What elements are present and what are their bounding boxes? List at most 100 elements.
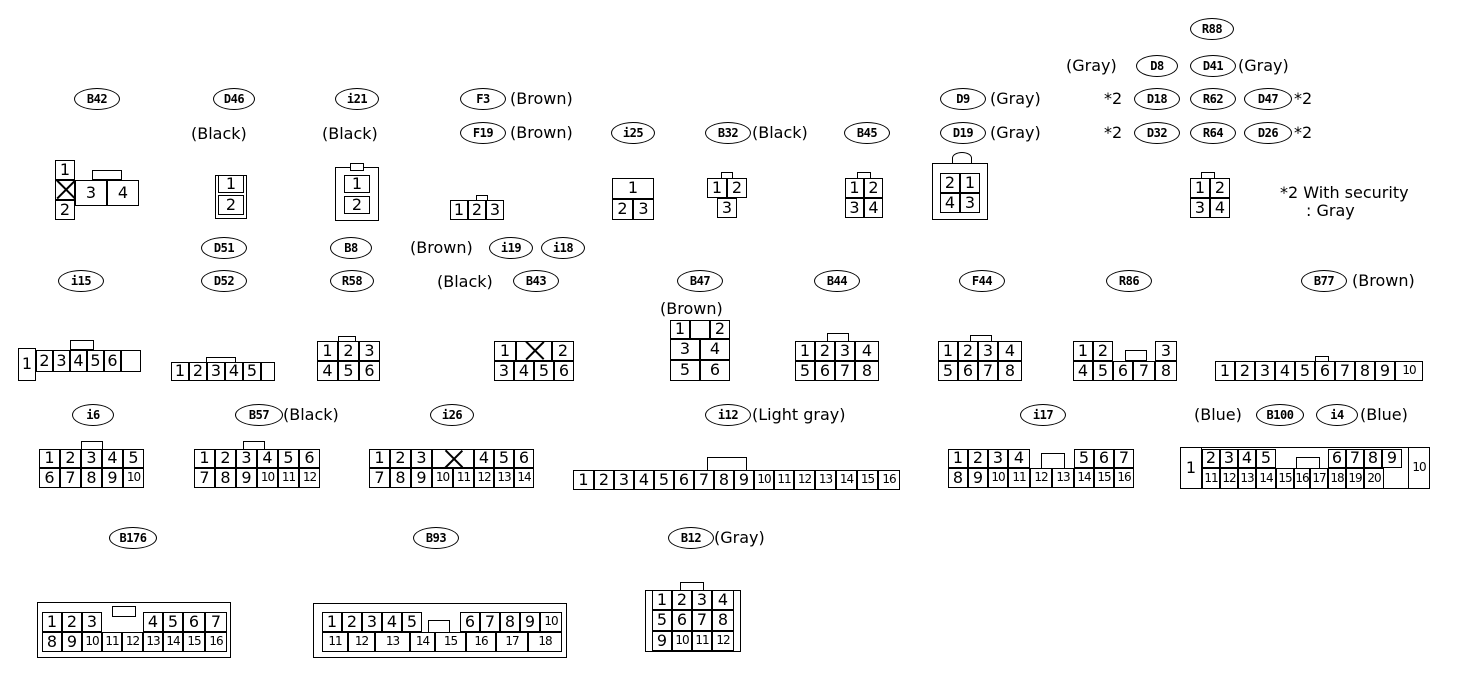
connector-id-f44: F44 [959,270,1005,292]
conn-r58-pin-6: 6 [359,361,380,381]
conn-b100-pin-19: 19 [1346,468,1364,489]
conn-b100-pin-6: 6 [1328,449,1346,468]
conn-i17-pin-15: 15 [1094,468,1114,488]
annotation-t-f3-color: (Brown) [510,89,573,108]
conn-b176-pin-3: 3 [82,612,102,632]
annotation-t-star-d18: *2 [1104,89,1123,108]
annotation-t-i12-color: (Light gray) [752,405,846,424]
conn-i25-pin-2: 2 [612,199,633,220]
connector-id-d9: D9 [940,88,986,110]
conn-r58-pin-4: 4 [317,361,338,381]
conn-d9-latch [952,152,972,164]
conn-b100-pin-17: 17 [1310,468,1328,489]
conn-i6-pin-1: 1 [39,449,60,468]
conn-f3-pin-3: 3 [486,200,504,220]
conn-b100-pin-7: 7 [1346,449,1364,468]
connector-id-b77: B77 [1301,270,1347,292]
conn-r88-pin-2: 2 [1210,178,1230,198]
conn-b32-pin-1: 1 [707,178,727,198]
conn-b100-pin-4: 4 [1238,449,1256,468]
conn-b44-pin-2: 2 [815,341,835,361]
conn-b100-pin-20: 20 [1364,468,1384,489]
conn-b176-pin-8: 8 [42,632,62,652]
annotation-t-b43-color: (Black) [437,272,493,291]
connector-id-d46: D46 [213,88,255,110]
conn-b176-pin-1: 1 [42,612,62,632]
conn-b47-pin-3: 3 [670,339,700,360]
conn-b93-pin-2: 2 [342,612,362,632]
conn-b176-pin-7: 7 [205,612,227,632]
connector-id-d41: D41 [1190,55,1236,77]
conn-b93-pin-4: 4 [382,612,402,632]
conn-b93-pin-5: 5 [402,612,422,632]
conn-f44-pin-8: 8 [998,361,1022,381]
conn-b93-pin-16: 16 [466,632,496,652]
conn-b93-pin-3: 3 [362,612,382,632]
annotation-t-b32-color: (Black) [752,123,808,142]
conn-i12-pin-4: 4 [634,470,654,490]
conn-i12-pin-9: 9 [734,470,754,490]
conn-i6-pin-2: 2 [60,449,81,468]
connector-id-d32: D32 [1134,122,1180,144]
conn-b100-pin-3: 3 [1220,449,1238,468]
conn-f44-pin-3: 3 [978,341,998,361]
conn-i26-pin-10: 10 [432,468,453,488]
conn-b77-pin-6: 6 [1315,361,1335,381]
conn-i6-pin-4: 4 [102,449,123,468]
conn-b93-pin-14: 14 [410,632,435,652]
conn-b100-pin-15: 15 [1276,468,1294,489]
conn-i17-latch [1041,453,1065,469]
conn-b176-pin-12: 12 [122,632,143,652]
conn-b93-pin-9: 9 [520,612,540,632]
conn-f44-pin-4: 4 [998,341,1022,361]
conn-r86-pin-7: 7 [1133,361,1155,381]
connector-id-d8: D8 [1136,55,1178,77]
connector-id-r58: R58 [330,270,374,292]
conn-r86-pin-2: 2 [1093,341,1113,361]
conn-b47-pin-4: 4 [700,339,730,360]
connector-id-f19: F19 [460,122,506,144]
conn-i26-pin-4: 4 [474,449,494,468]
annotation-t-d8-color: (Gray) [1066,56,1117,75]
conn-i26-pin-6: 6 [514,449,534,468]
conn-d9-pin-2: 2 [940,173,960,193]
conn-b100-pin-13: 13 [1238,468,1256,489]
conn-f44-pin-5: 5 [938,361,958,381]
connector-id-b32: B32 [705,122,751,144]
conn-b93-pin-18: 18 [528,632,562,652]
conn-b176-pin-6: 6 [183,612,205,632]
annotation-t-star-d26: *2 [1294,123,1313,142]
conn-b12-pin-4: 4 [712,590,734,610]
conn-b12-pin-11: 11 [692,631,712,651]
connector-id-i18: i18 [541,237,585,259]
conn-i15-pin-5: 5 [87,350,104,372]
conn-b32-pin-3: 3 [717,198,737,218]
conn-b45-pin-2: 2 [864,178,883,198]
conn-b57-pin-6: 6 [299,449,320,468]
conn-r58-pin-3: 3 [359,341,380,361]
conn-i12-pin-1: 1 [573,470,594,490]
connector-id-i4: i4 [1316,404,1358,426]
conn-i6-pin-6: 6 [39,468,60,488]
conn-b47-blank-cell [690,320,710,339]
conn-i15-pin-6: 6 [104,350,121,372]
conn-r86-pin-1: 1 [1073,341,1093,361]
conn-d52-pin-4: 4 [225,362,243,381]
connector-id-i12: i12 [705,404,751,426]
conn-i15-pin-2: 2 [36,350,53,372]
conn-i26-pin-7: 7 [369,468,390,488]
conn-i6-pin-9: 9 [102,468,123,488]
conn-i12-pin-5: 5 [654,470,674,490]
connector-id-d52: D52 [201,270,247,292]
conn-b100-pin-8: 8 [1364,449,1382,468]
annotation-t-d19-color: (Gray) [990,123,1041,142]
conn-b93-pin-15: 15 [435,632,466,652]
conn-i17-pin-2: 2 [968,449,988,468]
connector-id-i15: i15 [58,270,104,292]
conn-b77-pin-5: 5 [1295,361,1315,381]
connector-id-f3: F3 [460,88,506,110]
connector-id-d26: D26 [1244,122,1292,144]
conn-b12-pin-6: 6 [672,610,692,631]
annotation-t-f19-color: (Brown) [510,123,573,142]
